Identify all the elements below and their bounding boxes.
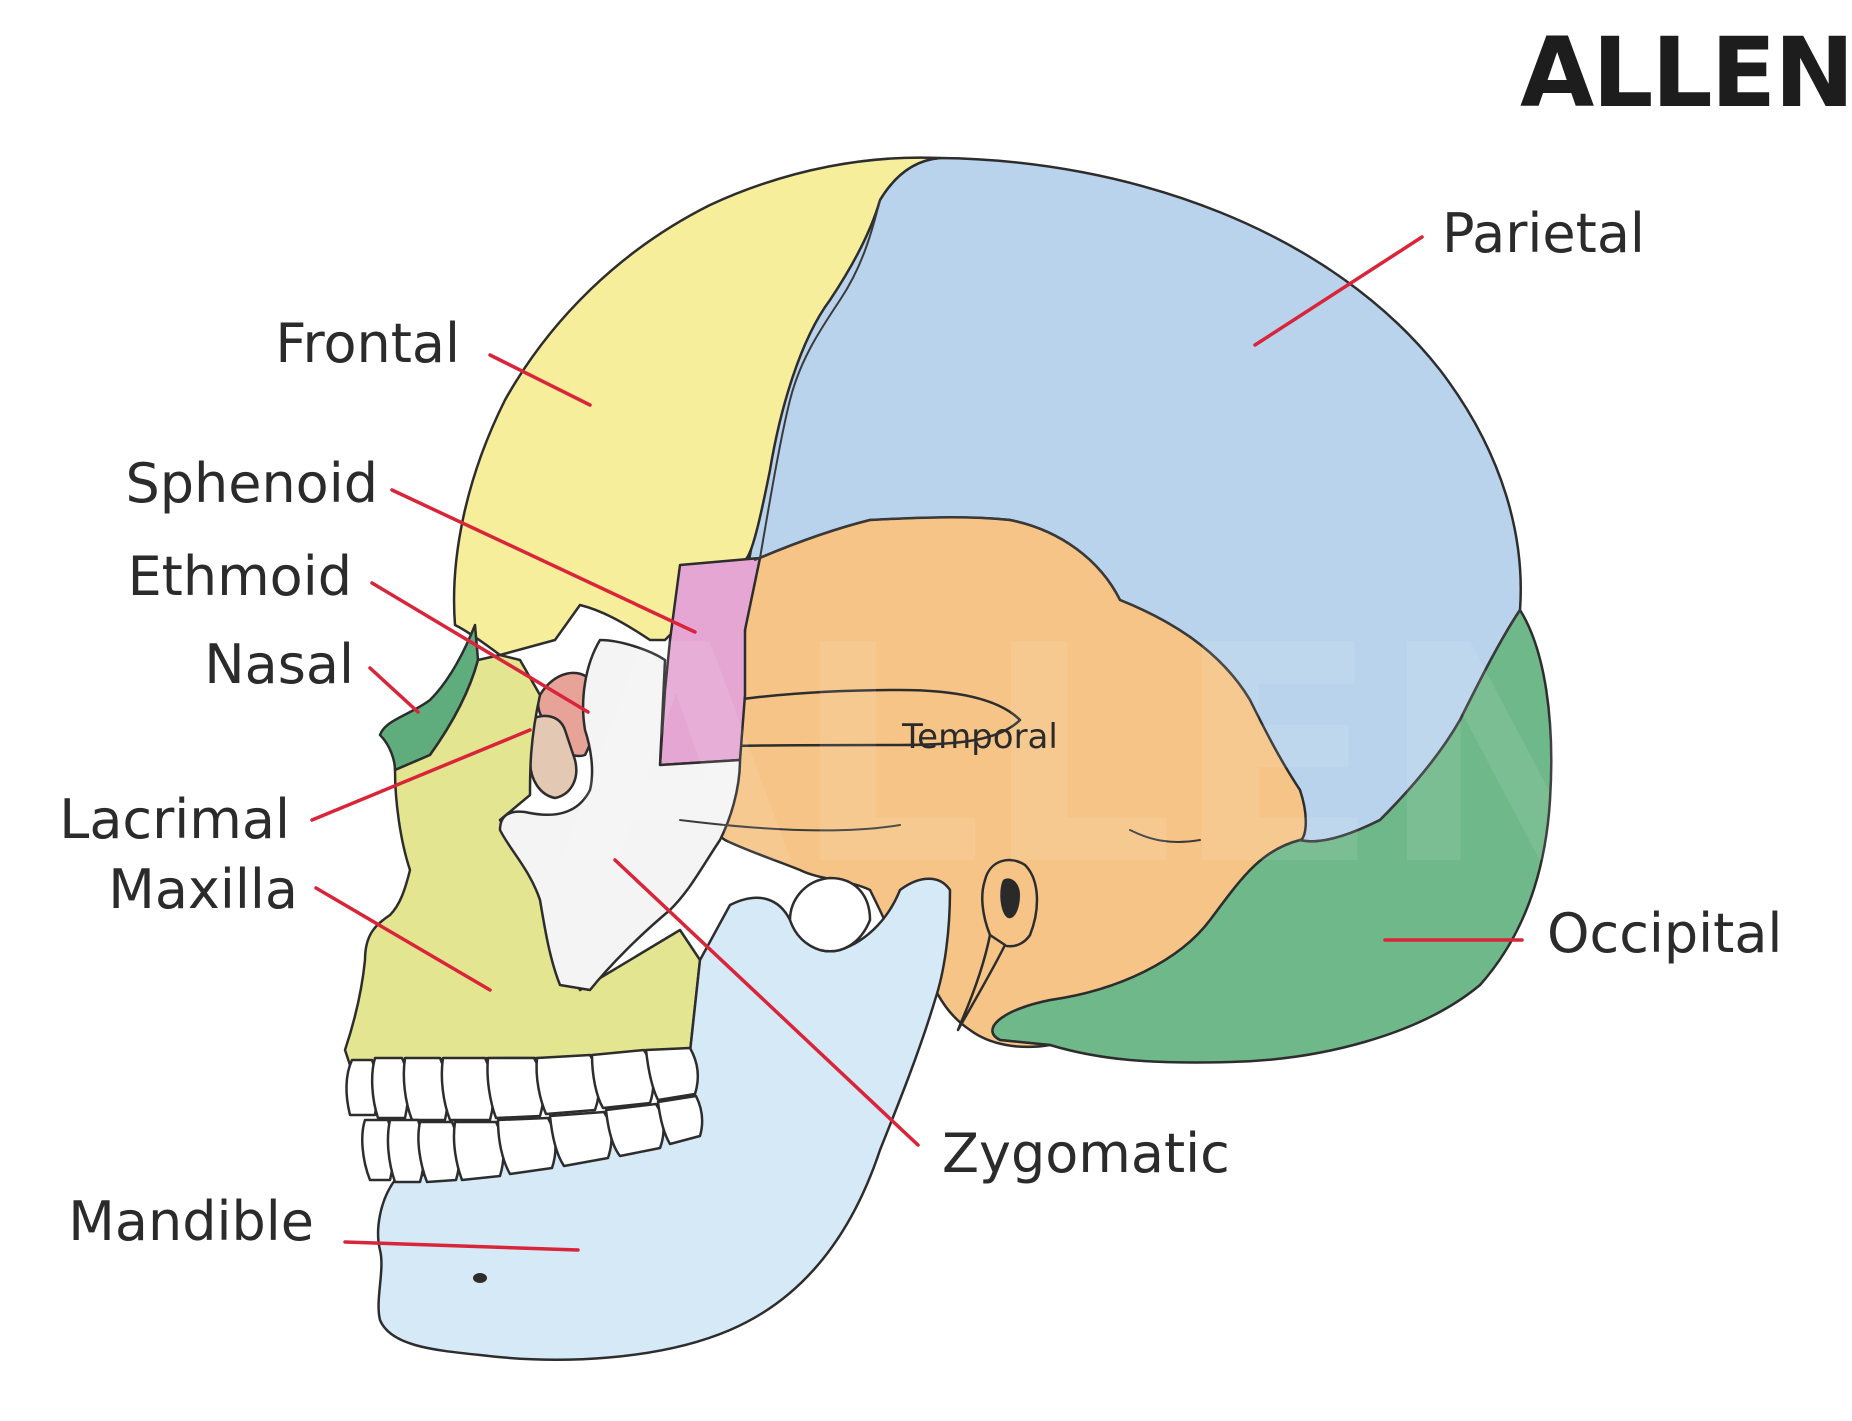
temporal-line xyxy=(679,819,901,832)
allen-logo: ALLEN xyxy=(1520,17,1852,129)
skull xyxy=(343,156,1553,1361)
label-maxilla: Maxilla xyxy=(108,858,298,921)
coronal-suture xyxy=(759,199,881,559)
label-temporal: Temporal xyxy=(901,717,1058,757)
leader-zygomatic xyxy=(613,858,920,1147)
label-frontal: Frontal xyxy=(275,312,460,375)
label-ethmoid: Ethmoid xyxy=(128,545,352,608)
squamous-suture xyxy=(754,516,1251,701)
label-lacrimal: Lacrimal xyxy=(59,788,290,851)
leader-sphenoid xyxy=(390,488,697,634)
leader-frontal xyxy=(488,353,592,407)
leader-maxilla xyxy=(314,886,492,992)
temporal-line-2 xyxy=(1129,829,1201,843)
leader-parietal xyxy=(1253,235,1424,347)
label-parietal: Parietal xyxy=(1442,202,1645,265)
ear-canal-hole xyxy=(1000,878,1020,919)
zygomatic-bone xyxy=(498,638,742,992)
watermark: ALLEN xyxy=(560,582,1631,931)
label-occipital: Occipital xyxy=(1547,902,1782,965)
leader-lines xyxy=(310,235,1524,1252)
lambdoid-suture xyxy=(1299,609,1521,843)
label-sphenoid: Sphenoid xyxy=(125,452,378,515)
styloid-process xyxy=(956,933,1007,1032)
label-nasal: Nasal xyxy=(204,633,354,696)
leader-ethmoid xyxy=(370,581,590,714)
lacrimal-bone xyxy=(528,714,578,800)
mental-foramen xyxy=(473,1273,487,1283)
frontal-bone xyxy=(452,156,942,657)
upper-teeth xyxy=(345,1046,699,1122)
label-mandible: Mandible xyxy=(68,1190,314,1253)
lower-teeth xyxy=(361,1094,704,1184)
leader-nasal xyxy=(368,666,420,714)
leader-lacrimal xyxy=(310,728,532,822)
svg-text:ALLEN: ALLEN xyxy=(1520,17,1852,129)
bone-labels: Frontal Sphenoid Ethmoid Nasal Lacrimal … xyxy=(59,202,1782,1253)
leader-mandible xyxy=(343,1240,580,1252)
mandibular-notch xyxy=(788,876,872,953)
label-zygomatic: Zygomatic xyxy=(942,1122,1230,1185)
